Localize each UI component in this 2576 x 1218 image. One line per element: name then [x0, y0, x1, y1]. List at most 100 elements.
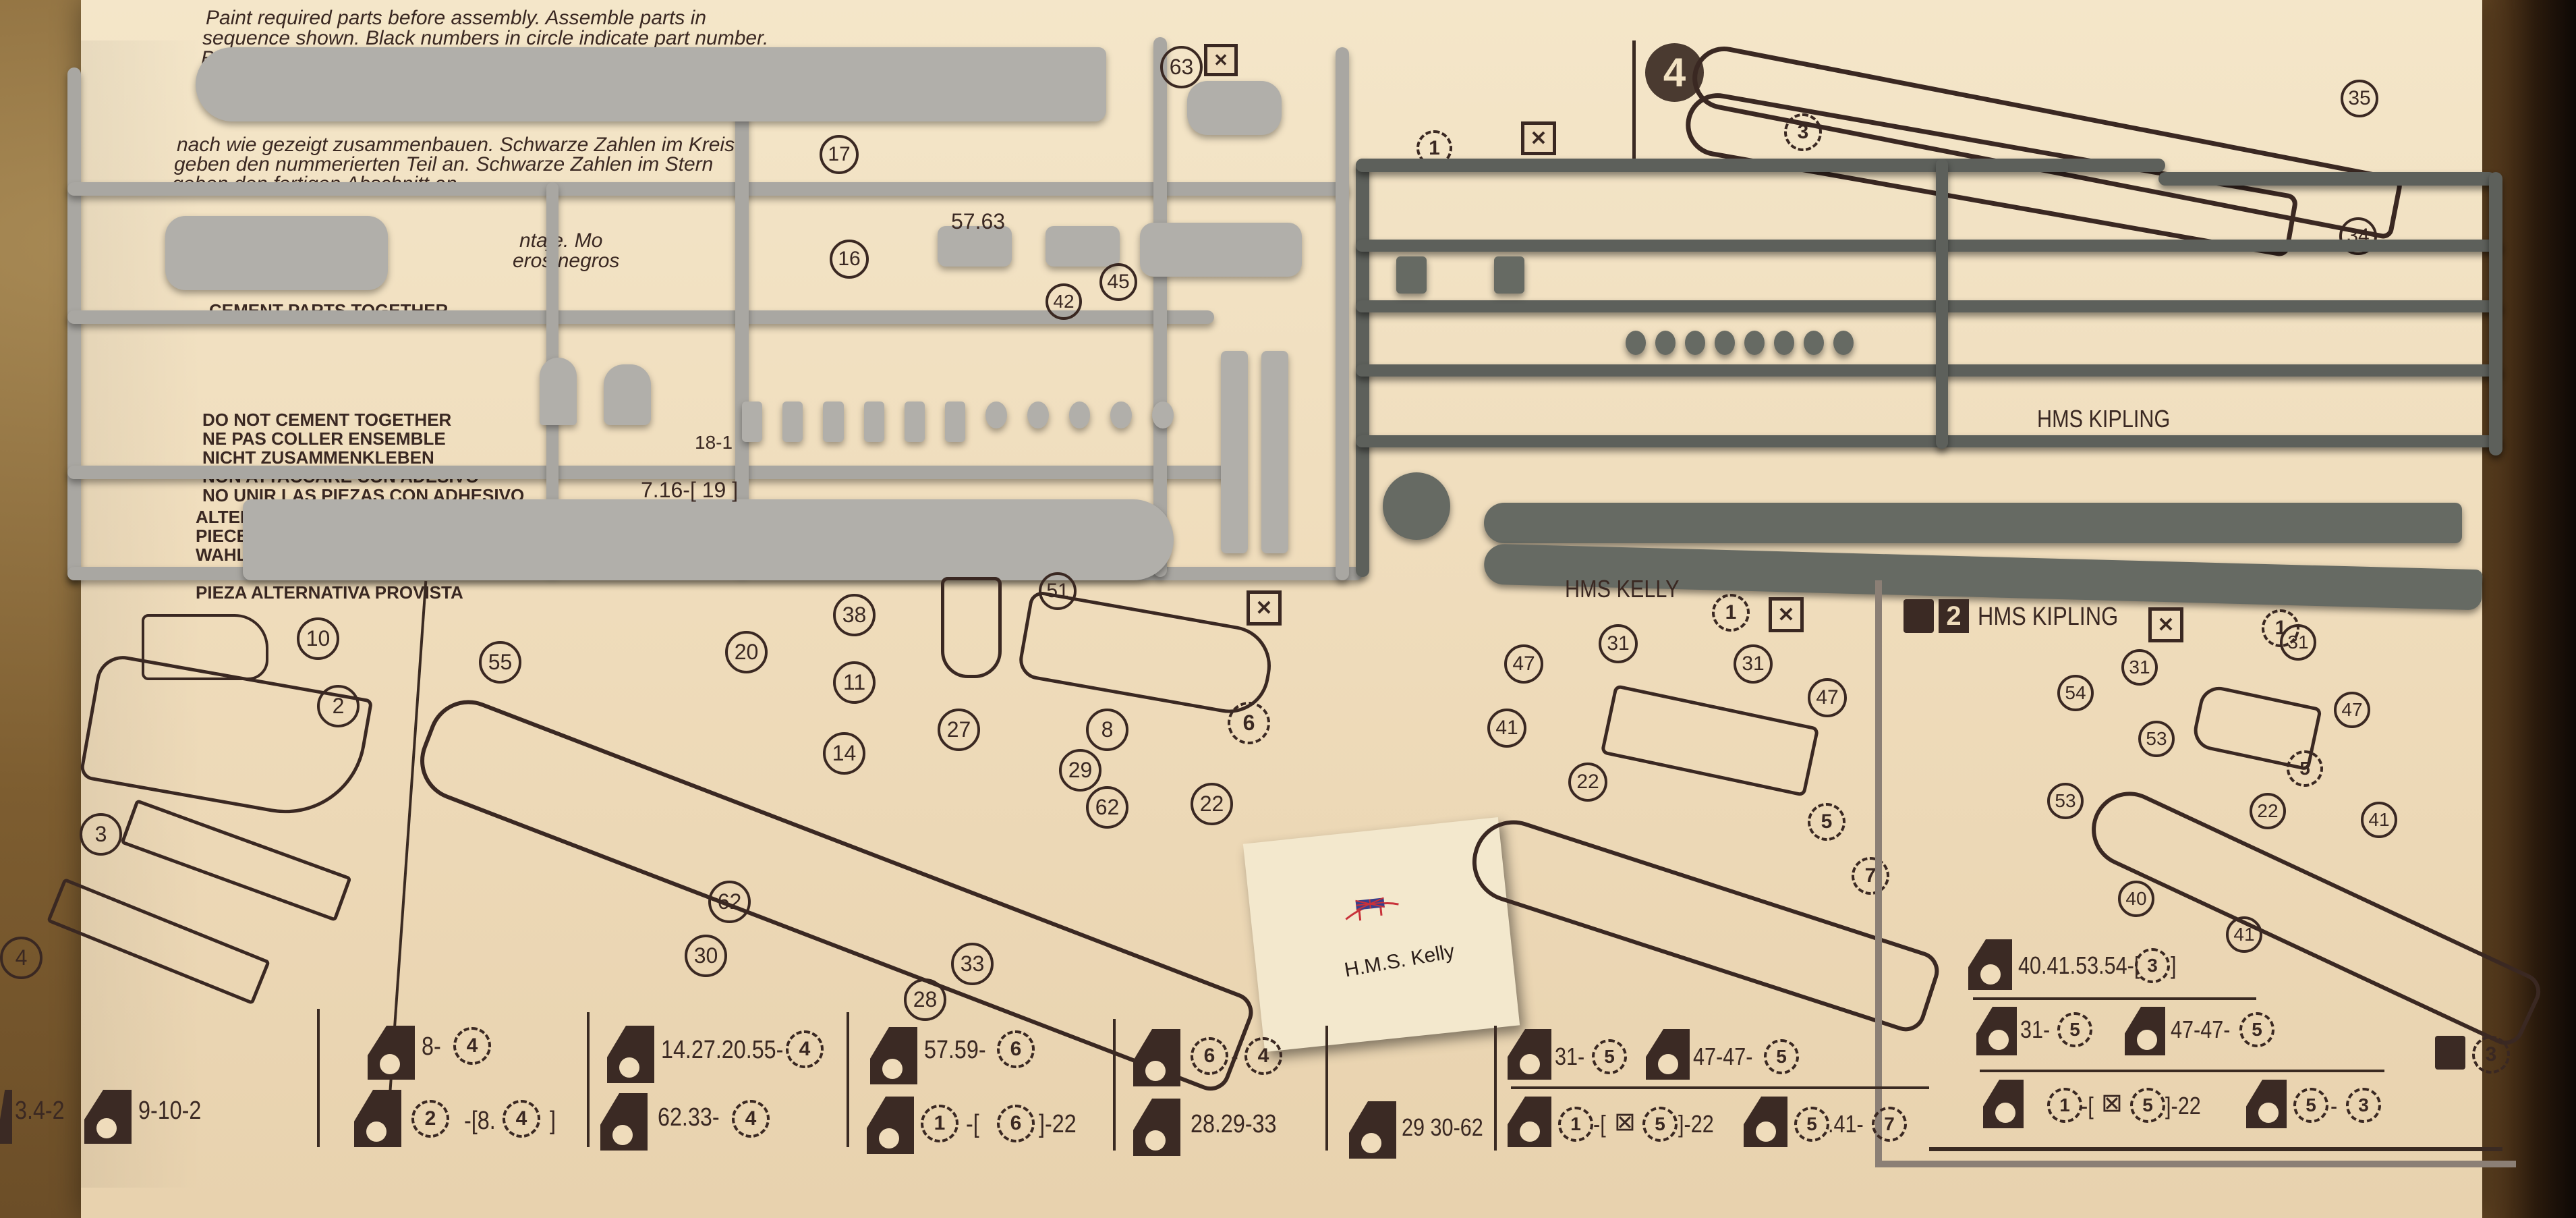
part-3-callout: 3 — [80, 813, 122, 856]
round-part[interactable] — [1774, 331, 1794, 355]
round-part[interactable] — [1152, 402, 1174, 428]
part-29-callout: 29 — [1059, 749, 1101, 792]
hull-side-part-1[interactable] — [1484, 503, 2462, 543]
sprue-frame-right — [1336, 47, 1349, 580]
sprue-frame-right — [2489, 172, 2502, 455]
hull-deck-part-lower[interactable] — [243, 499, 1174, 580]
hull-deck-part-upper[interactable] — [196, 47, 1106, 121]
ship-silhouette-icon — [2435, 1036, 2465, 1070]
part-62-callout: 62 — [1086, 786, 1128, 829]
round-part[interactable] — [1068, 402, 1091, 428]
part-47-callout: 47 — [1504, 644, 1543, 684]
no-cement-x-icon: ✕ — [2148, 607, 2183, 642]
funnel-part-1[interactable] — [938, 226, 1012, 267]
turret-base-part-2[interactable] — [1140, 223, 1302, 277]
part-62b-callout: 62 — [708, 881, 751, 923]
funnel-part-2[interactable] — [1046, 226, 1120, 267]
round-part[interactable] — [1833, 331, 1854, 355]
section-4-star: 4 — [732, 1100, 770, 1138]
step-bracket: -[ — [1593, 1110, 1606, 1138]
flag-emblem-icon — [1345, 897, 1399, 921]
part-47b-callout: 47 — [1808, 678, 1847, 717]
round-part[interactable] — [1715, 331, 1735, 355]
divider-line — [1973, 997, 2256, 1000]
legend-alt-es: PIEZA ALTERNATIVA PROVISTA — [196, 582, 463, 603]
mast-part-1[interactable] — [1221, 351, 1248, 553]
part-45-callout: 45 — [1099, 263, 1137, 301]
turret-base-part-1[interactable] — [1187, 81, 1282, 135]
part-38-callout: 38 — [833, 594, 876, 636]
gun-part[interactable] — [1494, 256, 1524, 294]
part-10-callout: 10 — [297, 617, 339, 660]
sprue-runner-2 — [67, 310, 1214, 324]
intro-text-de-2: geben den nummerierten Teil an. Schwarze… — [174, 153, 714, 175]
kipling-panel-border — [1875, 580, 2516, 1167]
step-40-41-53-54: 40.41.53.54-[ — [2018, 951, 2140, 979]
step-bracket-22: ]-22 — [2165, 1092, 2201, 1119]
round-part[interactable] — [985, 402, 1007, 428]
round-part[interactable] — [1744, 331, 1765, 355]
step-bracket: -[ — [2081, 1092, 2094, 1119]
deck-part-left[interactable] — [165, 216, 388, 290]
intro-text-en-1: Paint required parts before assembly. As… — [206, 7, 707, 29]
small-part[interactable] — [823, 402, 844, 442]
result-section-3-star: 3 — [2472, 1036, 2510, 1074]
section-3-star: 3 — [2135, 948, 2170, 983]
section-6-star: 6 — [1191, 1037, 1228, 1075]
part-53-callout: 53 — [2138, 721, 2175, 757]
dark-small-parts-row — [1626, 331, 1943, 358]
gun-part[interactable] — [1396, 256, 1427, 294]
sprue-runner-top — [1356, 159, 2165, 172]
small-part[interactable] — [742, 402, 763, 442]
section-6-star: 6 — [997, 1030, 1035, 1068]
part-1-star: 1 — [921, 1105, 958, 1142]
section-5-star: 5 — [1764, 1039, 1799, 1074]
sprue-frame-left — [67, 67, 81, 580]
step-7-16-text: 7.16-[ 19 ] — [641, 478, 739, 502]
section-3-star: 3 — [1784, 113, 1822, 151]
small-part[interactable] — [863, 402, 884, 442]
ship-silhouette-icon — [1904, 599, 1934, 633]
part-1-star: 1 — [2047, 1088, 2082, 1123]
no-cement-x-icon: ✕ — [1521, 121, 1556, 155]
small-part[interactable] — [782, 402, 803, 442]
step-31: 31- — [1555, 1043, 1585, 1070]
mast-part-2[interactable] — [1261, 351, 1288, 553]
part-31b-callout: 31 — [1734, 644, 1773, 684]
step-3-4-2: 3.4-2 — [15, 1097, 65, 1125]
part-2-callout: 2 — [317, 685, 360, 727]
kipling-panel-bottom — [1929, 1147, 2502, 1151]
intro-text-de-1: nach wie gezeigt zusammenbauen. Schwarze… — [177, 134, 735, 156]
part-41-callout: 41 — [1487, 709, 1526, 748]
round-part[interactable] — [1626, 331, 1646, 355]
round-base-part[interactable] — [1383, 472, 1450, 540]
sprue-runner-2 — [1356, 240, 2502, 252]
step-bracket-8: -[8. — [464, 1107, 496, 1135]
step-62-33: 62.33- — [658, 1103, 720, 1132]
small-part[interactable] — [904, 402, 925, 442]
intro-text-es-1: ntaje. Mo — [519, 229, 603, 252]
small-part[interactable] — [944, 402, 966, 442]
part-11-callout: 11 — [833, 661, 876, 704]
no-cement-x-icon: ✕ — [1769, 597, 1804, 632]
round-part[interactable] — [1655, 331, 1676, 355]
section-5-star: 5 — [2293, 1088, 2328, 1123]
boat-part-2[interactable] — [604, 364, 651, 425]
part-14-callout: 14 — [823, 732, 865, 775]
divider-line — [1980, 1070, 2384, 1072]
sprue-runner-1 — [67, 182, 1349, 196]
glue-icon — [1968, 939, 2012, 990]
round-part[interactable] — [1110, 402, 1133, 428]
divider-line — [317, 1009, 320, 1147]
glue-icon — [0, 1090, 12, 1144]
round-part[interactable] — [1685, 331, 1705, 355]
boat-part[interactable] — [540, 358, 577, 425]
no-cement-x-icon: ✕ — [1204, 44, 1238, 76]
round-part[interactable] — [1804, 331, 1824, 355]
kipling-badge: 2 — [1939, 599, 1969, 633]
sprue-runner-top-2 — [2158, 172, 2496, 186]
round-part[interactable] — [1027, 402, 1049, 428]
kelly-title: HMS KELLY — [1565, 575, 1680, 603]
small-parts-row — [742, 402, 1174, 449]
decal-sheet[interactable]: H.M.S. Kelly — [1242, 816, 1520, 1053]
